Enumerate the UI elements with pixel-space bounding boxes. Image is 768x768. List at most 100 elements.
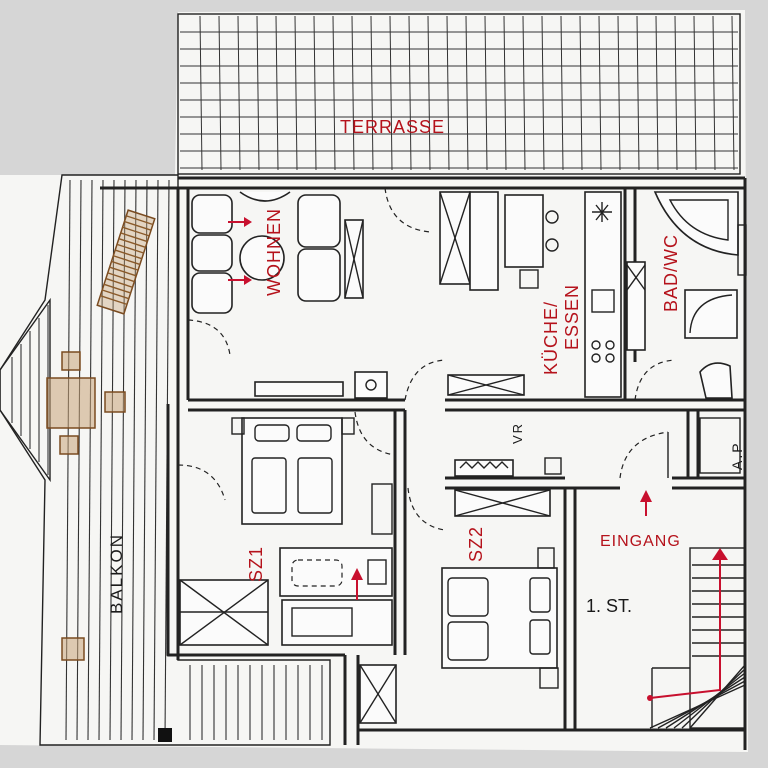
terrasse-area bbox=[177, 13, 741, 175]
deck-board bbox=[153, 179, 159, 741]
bed-sz1 bbox=[241, 417, 343, 525]
label-ap: A.P bbox=[729, 441, 745, 470]
bench-sz1 bbox=[281, 599, 393, 646]
balkon-chair-right bbox=[104, 391, 126, 413]
terrasse-grid-line bbox=[218, 15, 222, 171]
terrasse-grid-line bbox=[541, 15, 545, 171]
terrasse-grid-line bbox=[446, 15, 450, 171]
lounger-slat bbox=[120, 232, 148, 243]
deck-board bbox=[142, 179, 148, 741]
terrasse-grid-line bbox=[465, 15, 469, 171]
lounger-slat bbox=[105, 277, 133, 288]
sofa-right-top bbox=[297, 194, 341, 248]
door-wohnen-vr bbox=[404, 359, 446, 401]
terrasse-grid-line bbox=[199, 15, 203, 171]
lounger-slat bbox=[116, 243, 144, 254]
label-sz1: SZ1 bbox=[246, 546, 266, 582]
label-essen: ESSEN bbox=[562, 284, 582, 350]
terrasse-grid-line bbox=[674, 15, 678, 171]
lounger-slat bbox=[114, 249, 143, 260]
terrasse-border bbox=[177, 13, 741, 175]
sz1-furniture bbox=[179, 417, 393, 646]
balkon-plant bbox=[61, 637, 85, 661]
terrasse-grid-line bbox=[636, 15, 640, 171]
sun-lounger bbox=[96, 209, 156, 315]
exterior-wall-sz1-left bbox=[166, 404, 345, 657]
terrasse-grid-line bbox=[617, 15, 621, 171]
bed-sz2 bbox=[441, 567, 558, 669]
lounger-slat bbox=[122, 226, 150, 237]
lounger-slat bbox=[126, 215, 154, 226]
lounger-slat bbox=[111, 260, 139, 271]
coffee-table bbox=[239, 235, 285, 281]
corner-post bbox=[158, 728, 172, 742]
lounger-slat bbox=[100, 295, 128, 306]
label-bad: BAD/WC bbox=[661, 234, 681, 312]
terrasse-grid-line bbox=[294, 15, 298, 171]
armchair-left-top bbox=[191, 194, 233, 234]
stair-winder bbox=[649, 684, 746, 729]
terrasse-grid-line bbox=[712, 15, 716, 171]
doors bbox=[177, 187, 676, 531]
terrasse-grid bbox=[180, 15, 738, 171]
annotation-arrows bbox=[228, 217, 652, 600]
lounger-slat bbox=[103, 283, 131, 294]
sz2-furniture bbox=[359, 547, 559, 724]
terrasse-grid-line bbox=[484, 15, 488, 171]
lounger-slat bbox=[101, 289, 130, 300]
terrasse-grid-line bbox=[370, 15, 374, 171]
terrasse-grid-line bbox=[427, 15, 431, 171]
terrasse-grid-line bbox=[275, 15, 279, 171]
corridor-furniture bbox=[454, 417, 741, 517]
door-kitchen bbox=[634, 359, 676, 401]
room-labels: TERRASSE WOHNEN KÜCHE/ ESSEN BAD/WC VR A… bbox=[107, 117, 745, 616]
lounger-slat bbox=[109, 266, 137, 277]
stair-path bbox=[649, 556, 721, 699]
desk-sz1 bbox=[279, 547, 393, 597]
terrasse-grid-line bbox=[256, 15, 260, 171]
lounger-slat bbox=[118, 237, 146, 248]
deck-board bbox=[98, 179, 104, 741]
stair-frame bbox=[689, 547, 746, 729]
sideboard bbox=[254, 381, 344, 397]
door-sz1-balkon bbox=[177, 464, 226, 501]
lounger-slat bbox=[113, 255, 141, 266]
label-balkon: BALKON bbox=[107, 533, 126, 614]
terrasse-grid-line bbox=[332, 15, 336, 171]
terrasse-grid-line bbox=[598, 15, 602, 171]
terrasse-grid-line bbox=[389, 15, 393, 171]
deck-board bbox=[131, 179, 137, 741]
balkon-chair-top bbox=[61, 351, 81, 371]
deck-board bbox=[120, 179, 126, 741]
label-stock: 1. ST. bbox=[586, 596, 632, 616]
stair-arrow bbox=[712, 548, 728, 560]
terrasse-grid-line bbox=[693, 15, 697, 171]
door-sz1 bbox=[354, 411, 396, 456]
terrasse-grid-line bbox=[655, 15, 659, 171]
balkon-decking bbox=[65, 179, 323, 741]
stove bbox=[354, 371, 388, 399]
dining-table bbox=[504, 194, 544, 268]
deck-board bbox=[87, 179, 93, 741]
label-vr: VR bbox=[510, 422, 525, 444]
staircase bbox=[647, 547, 746, 729]
terrasse-grid-line bbox=[313, 15, 317, 171]
shower bbox=[684, 289, 738, 339]
living-furniture bbox=[191, 191, 525, 399]
kitchen-counter bbox=[584, 191, 622, 398]
bath-furniture bbox=[626, 191, 747, 399]
armchair-top bbox=[239, 191, 291, 202]
door-wohnen-balkon bbox=[187, 319, 231, 356]
label-eingang: EINGANG bbox=[600, 533, 681, 550]
label-kueche: KÜCHE/ bbox=[541, 301, 561, 375]
armchair-left-bottom bbox=[191, 272, 233, 314]
label-wohnen: WOHNEN bbox=[264, 208, 284, 296]
armchair-left-mid bbox=[191, 234, 233, 272]
label-terrasse: TERRASSE bbox=[340, 117, 445, 137]
terrasse-grid-line bbox=[522, 15, 526, 171]
lounger-slat bbox=[107, 272, 135, 283]
toilet bbox=[699, 362, 733, 399]
kitchen-chairs bbox=[469, 191, 499, 291]
terrasse-grid-line bbox=[579, 15, 583, 171]
terrasse-grid-line bbox=[237, 15, 241, 171]
